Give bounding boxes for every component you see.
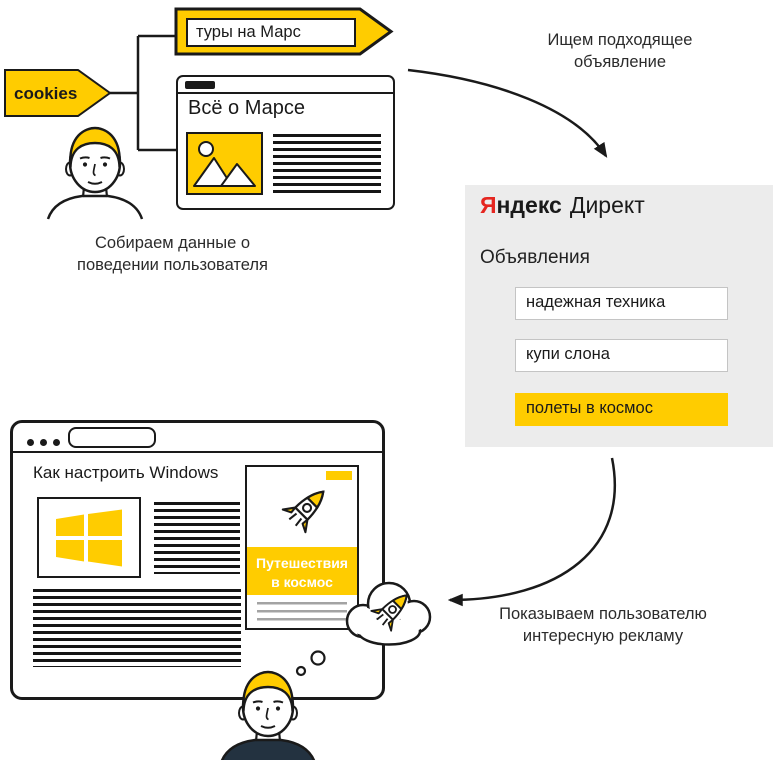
rocket-icon: [280, 480, 335, 535]
logo-ndeks: ндекс: [496, 192, 562, 218]
ad-item-1: надежная техника: [515, 287, 728, 320]
mars-page-title: Всё о Марсе: [188, 97, 305, 119]
arrow-show-icon: [447, 457, 617, 607]
search-query-field: туры на Марс: [186, 18, 356, 47]
caption-show-ad: Показываем пользователю интересную рекла…: [499, 605, 707, 645]
direct-badge-icon: [326, 471, 352, 480]
ad-banner: Путешествия в космос: [245, 465, 359, 630]
windows-logo-icon: [56, 509, 122, 566]
user-top-illustration: [46, 126, 144, 220]
browser-tab: [68, 427, 156, 448]
connector-bracket: [110, 34, 176, 152]
windows-browser-titlebar: [13, 423, 382, 453]
article-text-lines-right: [154, 502, 240, 574]
caption-find-ad: Ищем подходящее объявление: [547, 31, 693, 71]
browser-menu-icon: [185, 81, 215, 89]
yandex-direct-logo: Яндекс Директ: [480, 192, 645, 219]
windows-page-title: Как настроить Windows: [33, 463, 219, 482]
ads-heading: Объявления: [480, 247, 590, 268]
banner-text-lines: [257, 602, 347, 625]
ad-item-2: купи слона: [515, 339, 728, 372]
cookies-tag: cookies: [4, 69, 112, 117]
mars-image-placeholder: [186, 132, 263, 195]
yandex-direct-panel: Яндекс Директ Объявления надежная техника…: [465, 185, 773, 447]
mars-text-lines: [273, 134, 381, 195]
windows-logo-box: [37, 497, 141, 578]
banner-title: Путешествия в космос: [247, 547, 357, 595]
logo-direct: Директ: [569, 192, 645, 218]
article-text-lines-bottom: [33, 589, 241, 667]
ad-item-3-highlighted: полеты в космос: [515, 393, 728, 426]
logo-letter-ya: Я: [480, 192, 497, 218]
window-dots-icon: [27, 433, 66, 451]
mars-browser-titlebar: [178, 77, 393, 94]
cookies-label: cookies: [14, 84, 77, 103]
mountain-image-icon: [193, 141, 256, 187]
caption-collect-data: Собираем данные о поведении пользователя: [77, 234, 268, 274]
arrow-find-icon: [407, 68, 608, 158]
windows-browser-window: Как настроить Windows Путешествия в косм…: [10, 420, 385, 700]
